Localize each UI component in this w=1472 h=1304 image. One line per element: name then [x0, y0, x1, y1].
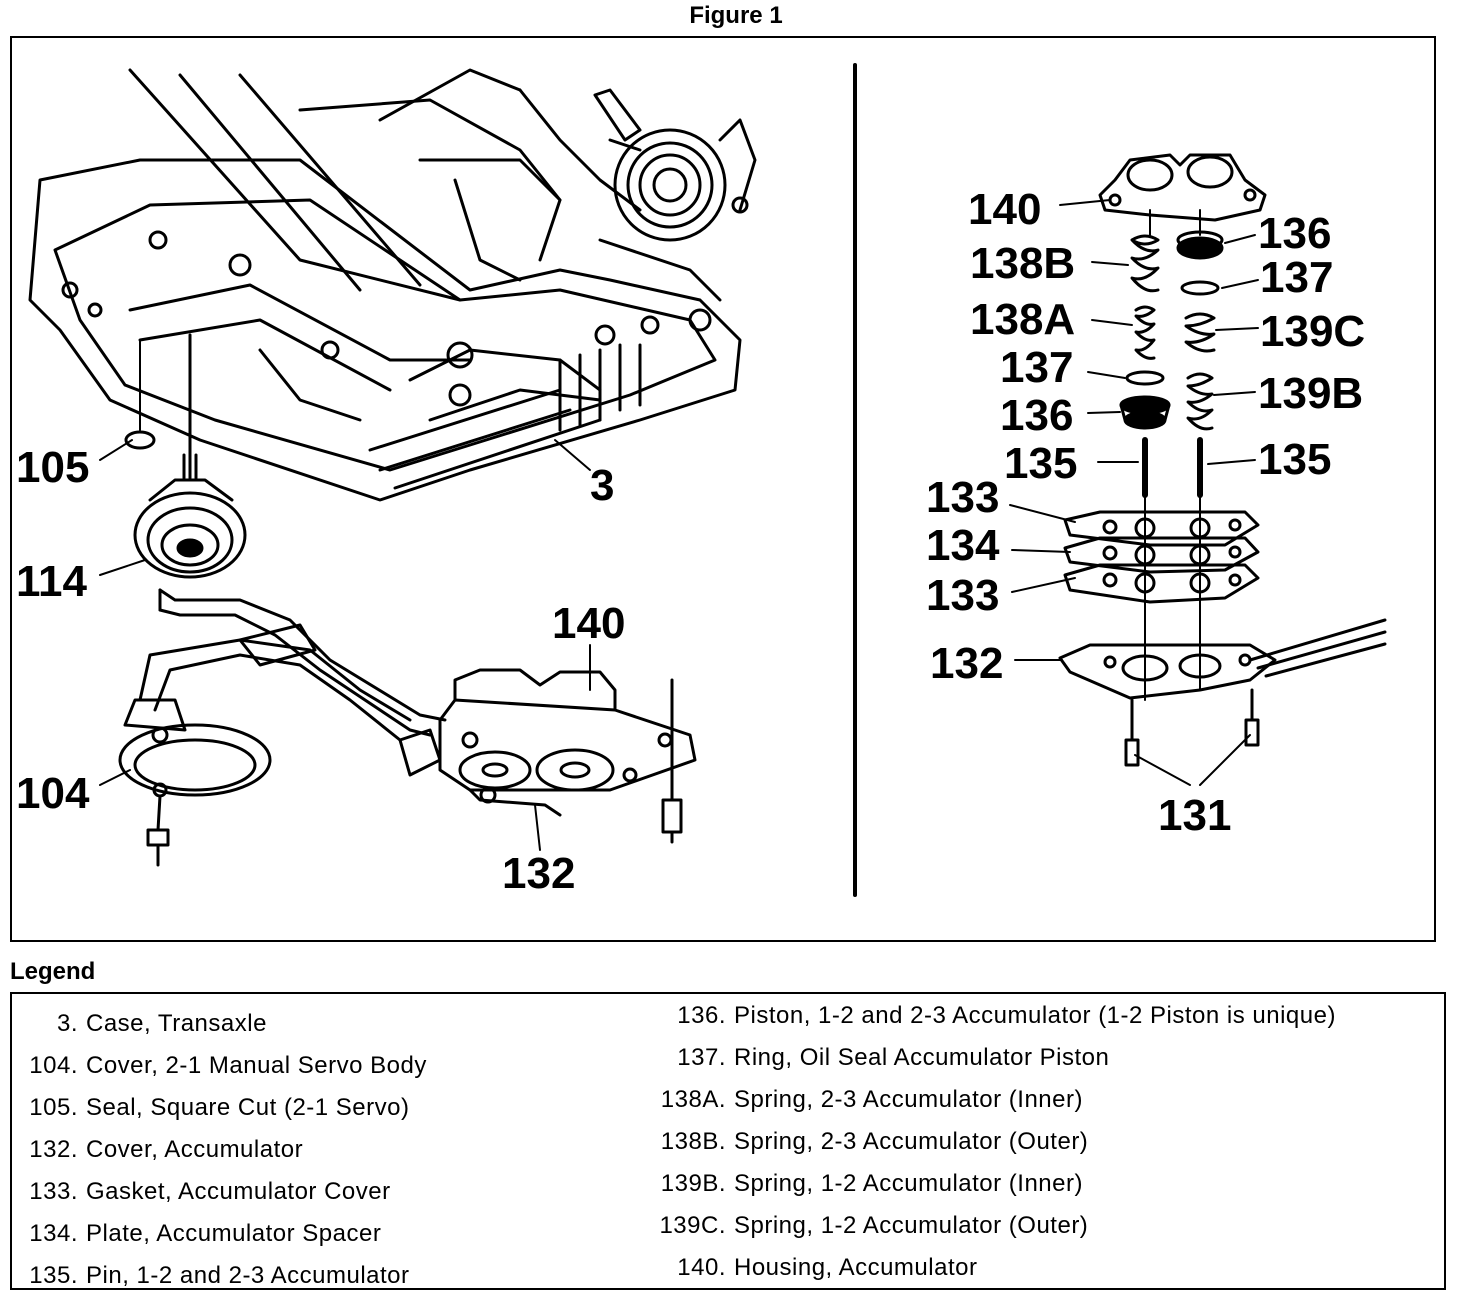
legend-item-description: Spring, 1-2 Accumulator (Outer) [734, 1212, 1089, 1239]
spacer-plate [1063, 536, 1260, 574]
legend-item-number: 134. [29, 1220, 78, 1247]
callout-133-lower: 133 [926, 571, 999, 620]
legend-item-number: 138A. [660, 1086, 726, 1113]
legend-item: 138A. Spring, 2-3 Accumulator (Inner) [652, 1086, 1083, 1114]
spring-1-2-outer [1184, 312, 1216, 353]
legend-item-description: Plate, Accumulator Spacer [86, 1220, 382, 1247]
transaxle-case-drawing [28, 68, 757, 502]
callout-136-right: 136 [1258, 209, 1331, 258]
gasket-lower [1063, 563, 1260, 604]
legend-item-description: Gasket, Accumulator Cover [86, 1178, 391, 1205]
legend-item-description: Housing, Accumulator [734, 1254, 978, 1281]
accumulator-cover-exploded [1058, 618, 1387, 700]
legend-item: 3. Case, Transaxle [20, 1010, 267, 1038]
callout-105: 105 [16, 443, 89, 492]
legend-item-description: Ring, Oil Seal Accumulator Piston [734, 1044, 1110, 1071]
callout-135-left: 135 [1004, 439, 1077, 488]
callout-140-right: 140 [968, 185, 1041, 234]
figure-title: Figure 1 [689, 2, 783, 29]
legend-item-number: 139B. [660, 1170, 726, 1197]
spring-2-3-outer [1130, 234, 1160, 293]
spring-2-3-inner [1134, 305, 1156, 360]
callout-132-right: 132 [930, 639, 1003, 688]
legend-item-number: 138B. [660, 1128, 726, 1155]
seal-ring-left [1125, 370, 1165, 386]
legend-item-description: Piston, 1-2 and 2-3 Accumulator (1-2 Pis… [734, 1002, 1336, 1029]
legend-item: 132. Cover, Accumulator [20, 1136, 303, 1164]
legend-box: 3. Case, Transaxle 104. Cover, 2-1 Manual … [10, 992, 1446, 1290]
callout-104: 104 [16, 769, 90, 818]
legend-item-number: 104. [29, 1052, 78, 1079]
accumulator-housing-exploded [1098, 153, 1267, 222]
callout-133-upper: 133 [926, 473, 999, 522]
legend-item-description: Spring, 2-3 Accumulator (Outer) [734, 1128, 1089, 1155]
callout-134: 134 [926, 521, 1000, 570]
seal-ring-right [1180, 280, 1220, 296]
servo-piston-drawing [133, 333, 247, 579]
legend-item-number: 140. [677, 1254, 726, 1281]
callout-137-left: 137 [1000, 343, 1073, 392]
legend-item: 135. Pin, 1-2 and 2-3 Accumulator [20, 1262, 410, 1290]
legend-item-number: 139C. [659, 1212, 726, 1239]
callout-3: 3 [590, 461, 614, 510]
legend-item: 139B. Spring, 1-2 Accumulator (Inner) [652, 1170, 1083, 1198]
bolts [1124, 688, 1260, 767]
callouts: 105 114 3 140 104 132 140 138B 138A 137 … [16, 185, 1365, 898]
callout-135-right: 135 [1258, 435, 1331, 484]
callout-114: 114 [16, 557, 88, 606]
callout-139B: 139B [1258, 369, 1363, 418]
legend-item: 134. Plate, Accumulator Spacer [20, 1220, 381, 1248]
legend-item-description: Seal, Square Cut (2-1 Servo) [86, 1094, 410, 1121]
callout-137-right: 137 [1260, 253, 1333, 302]
servo-cover-drawing [118, 588, 447, 867]
legend-item: 137. Ring, Oil Seal Accumulator Piston [652, 1044, 1109, 1072]
exploded-view-diagram: 105 114 3 140 104 132 140 138B 138A 137 … [16, 63, 1387, 898]
legend-item-description: Spring, 1-2 Accumulator (Inner) [734, 1170, 1083, 1197]
legend-item: 133. Gasket, Accumulator Cover [20, 1178, 391, 1206]
callout-138A: 138A [970, 295, 1075, 344]
callout-132-left: 132 [502, 849, 575, 898]
legend-item-description: Cover, Accumulator [86, 1136, 304, 1163]
legend-item-number: 3. [56, 1010, 78, 1037]
callout-140-left: 140 [552, 599, 625, 648]
callout-139C: 139C [1260, 307, 1365, 356]
spring-1-2-inner [1186, 372, 1214, 431]
legend-title: Legend [10, 958, 96, 985]
legend-item-description: Cover, 2-1 Manual Servo Body [86, 1052, 427, 1079]
legend-item-number: 136. [677, 1002, 726, 1029]
legend-item: 105. Seal, Square Cut (2-1 Servo) [20, 1094, 409, 1122]
legend-item-number: 135. [29, 1262, 78, 1289]
legend-item: 140. Housing, Accumulator [652, 1254, 977, 1282]
legend-item: 139C. Spring, 1-2 Accumulator (Outer) [652, 1212, 1088, 1240]
callout-136-left: 136 [1000, 391, 1073, 440]
square-cut-seal-drawing [124, 430, 156, 450]
legend-item: 138B. Spring, 2-3 Accumulator (Outer) [652, 1128, 1088, 1156]
legend-item-number: 132. [29, 1136, 78, 1163]
legend-item: 136. Piston, 1-2 and 2-3 Accumulator (1-2… [652, 1002, 1336, 1030]
legend-item-number: 105. [29, 1094, 78, 1121]
legend-item-number: 133. [29, 1178, 78, 1205]
legend-item-description: Case, Transaxle [86, 1010, 267, 1037]
legend-item-description: Spring, 2-3 Accumulator (Inner) [734, 1086, 1083, 1113]
legend-item: 104. Cover, 2-1 Manual Servo Body [20, 1052, 427, 1080]
callout-138B: 138B [970, 239, 1075, 288]
legend-item-number: 137. [677, 1044, 726, 1071]
piston-left [1119, 395, 1171, 430]
callout-131: 131 [1158, 791, 1231, 840]
piston-right [1176, 230, 1224, 260]
accumulator-assembly-drawing [398, 668, 697, 844]
figure-frame [10, 36, 1436, 942]
legend-item-description: Pin, 1-2 and 2-3 Accumulator [86, 1262, 410, 1289]
